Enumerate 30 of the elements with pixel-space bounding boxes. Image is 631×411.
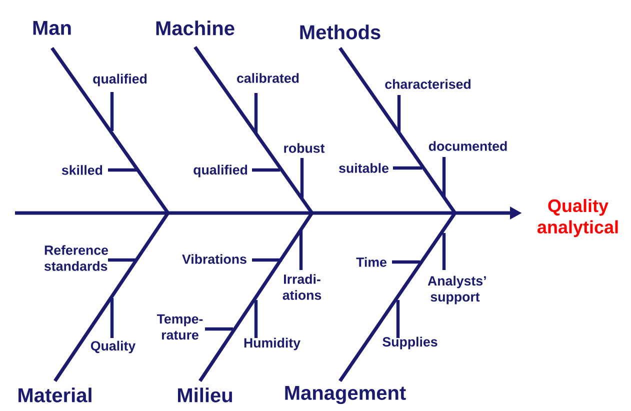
cause-label: Supplies [382,336,438,350]
bone-line [50,47,170,214]
cause-label: Vibrations [182,254,246,264]
bone-line [198,212,314,382]
cause-label: calibrated [237,73,299,83]
effect-label: Quality analytical [538,198,618,238]
cause-label: Time [356,257,386,267]
category-label: Milieu [178,388,232,402]
bone-line [54,212,170,382]
cause-label: Tempe- rature [156,314,203,340]
category-label: Machine [156,20,234,36]
cause-label: Quality [90,340,136,354]
category-label: Man [33,21,71,35]
cause-label: Analysts’ support [428,276,486,304]
cause-label: characterised [385,79,470,89]
cause-label: qualified [194,164,248,178]
category-label: Material [18,388,92,402]
cause-label: qualified [93,74,147,86]
cause-label: skilled [62,165,102,175]
cause-label: Reference standards [44,245,108,271]
cause-label: suitable [339,163,388,173]
bone-line [338,212,456,382]
cause-label: documented [428,141,507,151]
bone-line [338,47,456,214]
bone-line [194,46,314,214]
cause-label: Humidity [244,338,300,350]
cause-label: Irradi- ations [282,274,322,300]
category-label: Management [285,386,406,404]
cause-label: robust [284,143,325,153]
category-label: Methods [300,24,380,40]
